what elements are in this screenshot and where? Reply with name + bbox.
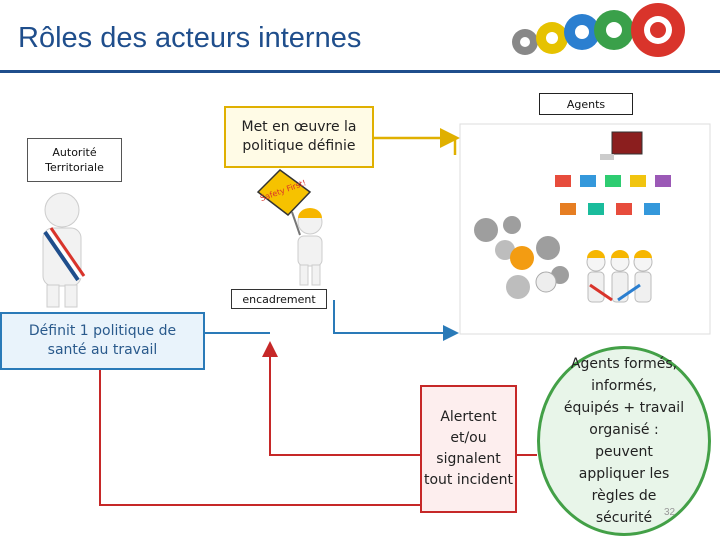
arrow-encadrement-to-agents — [333, 300, 459, 341]
mayor-figure-icon — [42, 192, 86, 308]
arrow-alertent-to-autorite — [92, 354, 420, 506]
autorite-line1: Autorité — [52, 146, 97, 159]
arrow-alertent-to-encadrement — [262, 341, 420, 456]
met-en-oeuvre-box: Met en œuvre la politique définie — [224, 106, 374, 168]
definit-line2: santé au travail — [47, 342, 158, 358]
gears-cluster-icon — [474, 216, 569, 299]
circle-line1: Agents formés, — [570, 356, 678, 372]
title-underline — [0, 70, 720, 73]
classroom-illustration-icon — [555, 131, 671, 215]
autorite-line2: Territoriale — [45, 161, 104, 174]
encadrement-box: encadrement — [231, 289, 327, 309]
definit-politique-box: Définit 1 politique de santé au travail — [0, 312, 205, 370]
circle-line4: organisé : — [589, 422, 659, 438]
mise-line1: Met en œuvre la — [241, 119, 357, 135]
gears-banner-icon — [512, 3, 685, 57]
circle-line2: informés, — [591, 378, 657, 394]
alertent-box: Alertent et/ou signalent tout incident — [420, 385, 517, 513]
page-number: 32 — [664, 507, 676, 518]
agents-label-box: Agents — [539, 93, 633, 115]
circle-line6: appliquer les — [578, 466, 670, 482]
agents-formes-circle: Agents formés, informés, équipés + trava… — [537, 346, 711, 536]
alertent-line3: signalent — [436, 451, 501, 467]
circle-line5: peuvent — [595, 444, 653, 460]
alertent-line4: tout incident — [423, 472, 514, 488]
circle-line8: sécurité — [595, 510, 653, 526]
definit-line1: Définit 1 politique de — [28, 323, 177, 339]
mise-line2: politique définie — [242, 138, 356, 154]
alertent-line2: et/ou — [450, 430, 487, 446]
page-title: Rôles des acteurs internes — [18, 22, 362, 54]
circle-line3: équipés + travail — [563, 400, 685, 416]
circle-line7: règles de — [591, 488, 657, 504]
workers-tools-illustration-icon — [586, 250, 653, 303]
autorite-territoriale-box: Autorité Territoriale — [27, 138, 122, 182]
safety-worker-icon: Safety First! — [256, 169, 323, 286]
agents-illustration-frame — [459, 123, 711, 335]
alertent-line1: Alertent — [440, 409, 497, 425]
